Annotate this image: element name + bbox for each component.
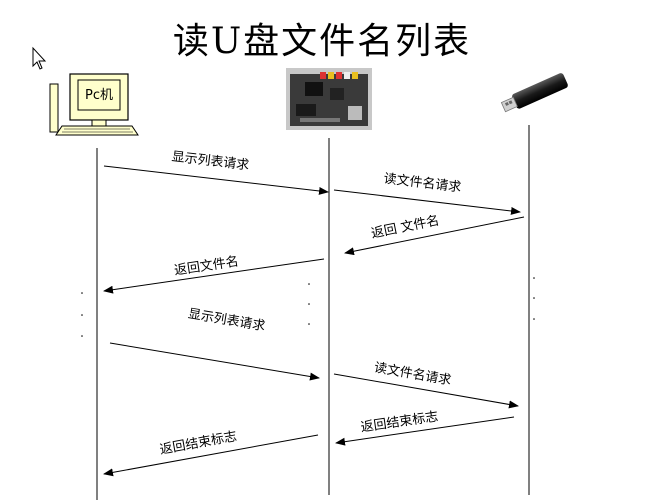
message-arrow [103,165,329,195]
participant-label-pc: Pc机 [85,88,113,103]
message-2: 读文件名请求 [333,171,521,215]
message-4: 返回文件名 [103,253,325,294]
message-label: 返回结束标志 [360,409,439,435]
computer-icon [49,73,139,136]
message-1: 显示列表请求 [103,150,329,195]
message-label: 返回结束标志 [159,429,238,458]
message-label: 显示列表请求 [171,150,250,174]
ellipsis-dots [81,277,535,337]
message-6: 读文件名请求 [333,360,519,409]
message-7: 返回结束标志 [335,409,515,446]
diagram-title: 读U盘文件名列表 [173,21,471,62]
message-arrow [335,416,515,446]
message-label: 返回文件名 [173,253,240,278]
message-label: 读文件名请求 [373,360,453,389]
message-arrow [103,434,319,477]
message-label: 显示列表请求 [187,307,266,335]
message-arrow [333,373,519,409]
message-arrow [333,189,521,215]
usb-drive-icon [500,73,568,113]
message-arrow [109,342,320,381]
mouse-cursor-icon [32,46,47,70]
message-arrow [344,216,525,256]
message-arrow [103,258,325,294]
message-5: 显示列表请求 [109,307,320,381]
circuit-board-icon [286,68,372,130]
message-3: 返回 文件名 [344,212,525,256]
message-label: 读文件名请求 [383,171,462,196]
message-label: 返回 文件名 [370,212,441,241]
message-8: 返回结束标志 [103,429,319,477]
